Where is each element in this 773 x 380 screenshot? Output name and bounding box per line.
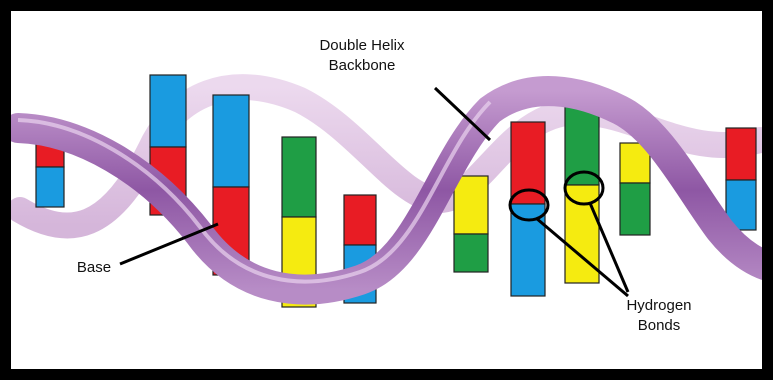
base-pair-9-green [620, 183, 650, 235]
base-pair-3-blue [213, 95, 249, 187]
base-pair-5-red [344, 195, 376, 245]
base-pair-10-red [726, 128, 756, 180]
backbone-label: Double Helix Backbone [307, 36, 417, 76]
base-pair-2-blue [150, 75, 186, 147]
base-pair-6-green [454, 234, 488, 272]
backbone-label-line-1: Double Helix [307, 36, 417, 56]
backbone-label-line-2: Backbone [307, 56, 417, 76]
hydrogen-bonds-label: Hydrogen Bonds [609, 296, 709, 336]
base-pair-1-blue [36, 167, 64, 207]
hydrogen-label-line-1: Hydrogen [609, 296, 709, 316]
hydrogen-label-line-2: Bonds [609, 316, 709, 336]
base-label: Base [69, 258, 119, 278]
base-pair-4-green [282, 137, 316, 217]
base-pair-6-yellow [454, 176, 488, 234]
